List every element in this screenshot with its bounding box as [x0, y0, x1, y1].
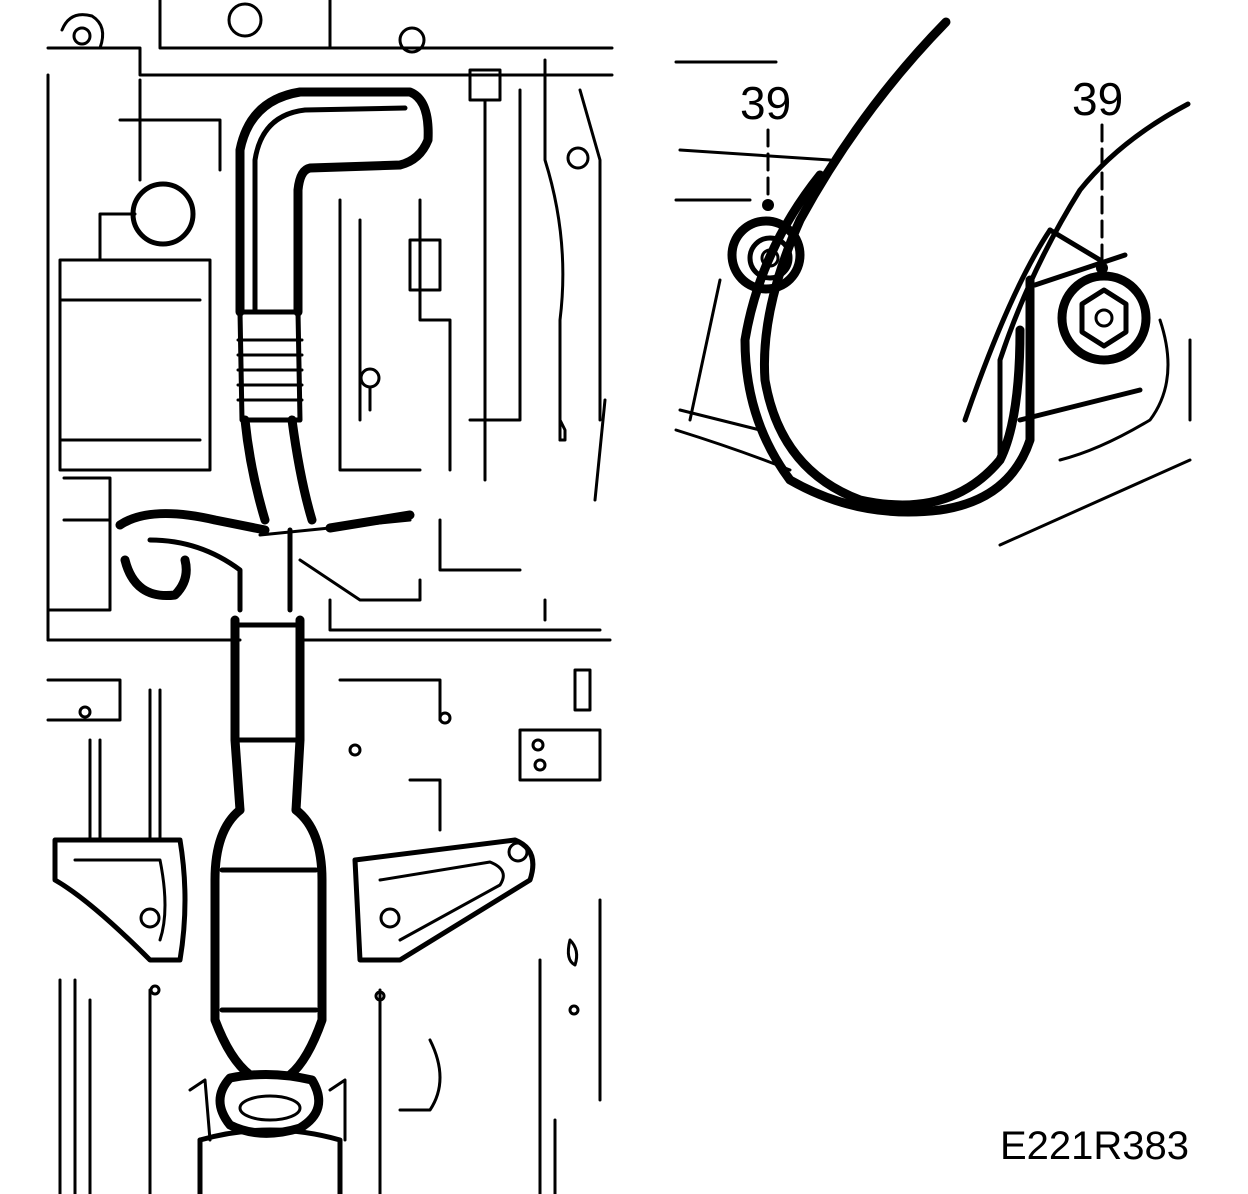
exhaust-bend-section: [46, 509, 612, 642]
callout-label-right: 39: [1072, 73, 1124, 125]
rubber-hanger: [740, 17, 1191, 517]
gearbox-outline: [338, 58, 607, 502]
catalytic-converter: [188, 615, 347, 1194]
subframe-brackets: [46, 598, 602, 1194]
bolt-right: [1057, 271, 1151, 365]
callout-leader-left: [762, 128, 774, 211]
mounting-bracket-detail-view: [674, 17, 1192, 547]
figure-reference-code: E221R383: [1000, 1124, 1190, 1168]
callout-leader-right: [1096, 123, 1108, 274]
underbody-main-view: [46, 0, 614, 1194]
exhaust-downpipe: [235, 87, 433, 525]
engine-block-outline: [46, 0, 614, 642]
bolt-left: [727, 216, 805, 294]
callout-label-left: 39: [740, 77, 792, 129]
